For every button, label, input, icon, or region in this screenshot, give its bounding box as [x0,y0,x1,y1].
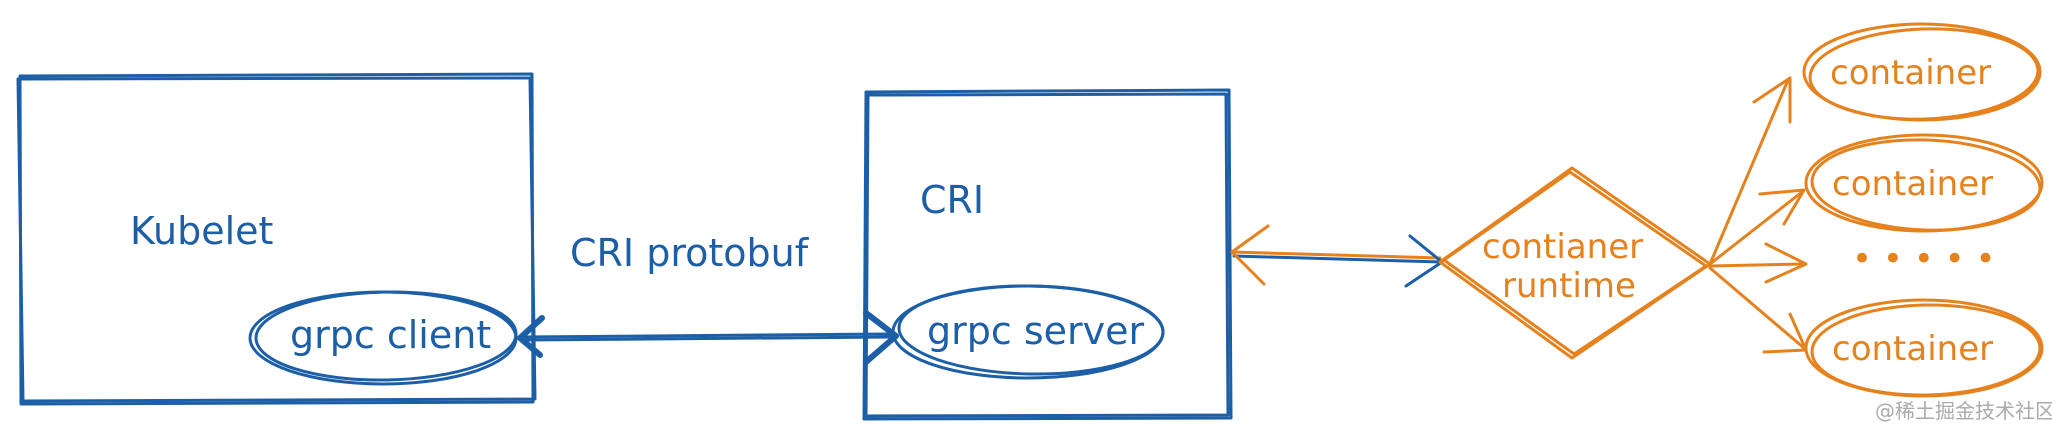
kubelet-box [16,72,537,406]
container-ellipse-2 [1804,133,2044,233]
runtime-to-container-3-arrow [1708,266,1808,354]
grpc-server-label: grpc server [927,309,1145,353]
grpc-client-label: grpc client [290,313,491,357]
kubelet-label: Kubelet [130,209,273,253]
protobuf-arrow [517,310,899,365]
runtime-label-line1: contianer [1482,227,1643,267]
container-label-3: container [1832,329,1993,369]
cri-runtime-arrow [1230,224,1444,288]
runtime-to-container-1-arrow [1708,76,1792,266]
more-containers-ellipsis: • • • • • [1852,239,1996,279]
runtime-label-line2: runtime [1502,266,1636,306]
container-label-1: container [1830,53,1991,93]
container-label-2: container [1832,164,1993,204]
container-ellipse-1 [1802,22,2042,122]
container-runtime-diamond [1438,166,1712,360]
watermark: @稀土掘金技术社区 [1875,399,2052,423]
protocol-label: CRI protobuf [570,231,810,275]
grpc-client-ellipse [248,290,518,386]
cri-label: CRI [920,178,984,222]
runtime-to-ellipsis-arrow [1708,242,1808,284]
runtime-to-container-2-arrow [1708,188,1806,266]
cri-box [862,88,1233,421]
